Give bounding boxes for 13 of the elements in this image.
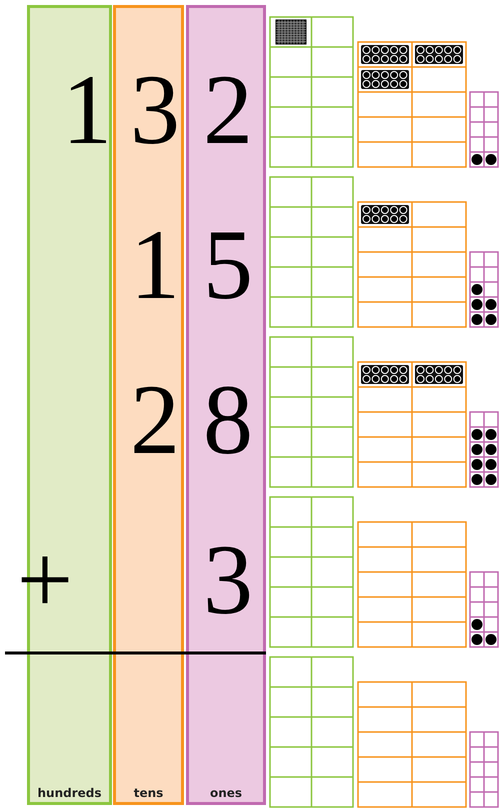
digit: 3 xyxy=(202,530,254,630)
digit: 3 xyxy=(129,60,181,160)
column-label: ones xyxy=(210,786,242,800)
column-label: hundreds xyxy=(37,786,102,800)
place-value-column xyxy=(186,5,266,805)
digit: 2 xyxy=(129,370,181,470)
column-label: tens xyxy=(134,786,164,800)
place-value-column xyxy=(113,5,184,805)
digit: 8 xyxy=(202,370,254,470)
digit: 1 xyxy=(61,60,113,160)
digit: 1 xyxy=(129,215,181,315)
digit: 5 xyxy=(202,215,254,315)
digit: 2 xyxy=(202,60,254,160)
